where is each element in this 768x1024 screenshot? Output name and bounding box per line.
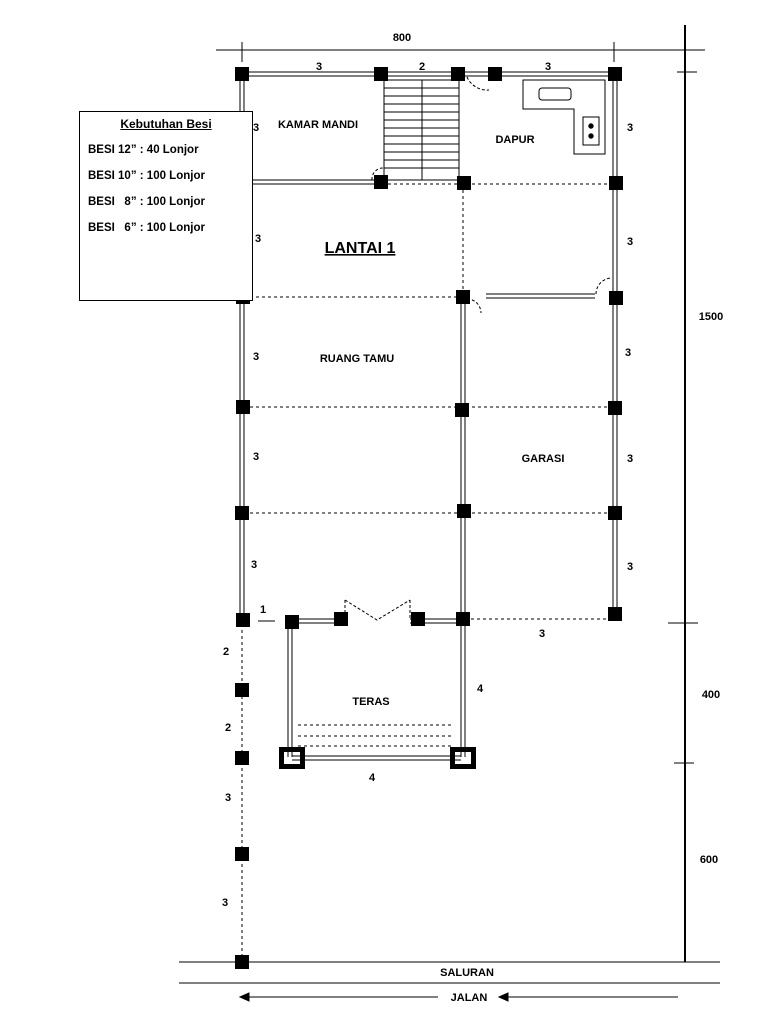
dim-right-span: 3 [627,453,633,465]
columns [235,67,623,969]
stairs [383,79,460,181]
room-dapur: DAPUR [495,134,534,146]
dim-teras-side: 4 [477,683,484,695]
dim-right-span: 3 [627,561,633,573]
dim-fence-span: 2 [223,646,229,658]
legend-item: BESI 10” : 100 Lonjor [88,170,205,182]
road-arrows [238,992,678,1002]
dim-right-span: 3 [627,236,633,248]
teras-columns [279,747,476,769]
doors [344,76,613,621]
dim-left-span: 3 [253,351,259,363]
dimension-lines [179,25,720,984]
dim-right-span: 3 [627,122,633,134]
rebar-requirements-legend: Kebutuhan Besi BESI 12” : 40 Lonjor BESI… [79,111,253,301]
legend-item: BESI 8” : 100 Lonjor [88,196,205,208]
dim-depth-main: 1500 [699,311,723,323]
dim-top-mid: 2 [419,61,425,73]
plan-title: LANTAI 1 [325,240,396,257]
walls [239,71,618,761]
dim-depth-front: 600 [700,854,718,866]
dim-left-span: 3 [255,233,261,245]
legend-title: Kebutuhan Besi [120,117,212,131]
beam-lines [241,183,614,962]
legend-item: BESI 6” : 100 Lonjor [88,222,205,234]
dim-left-span: 3 [253,122,259,134]
room-kamar-mandi: KAMAR MANDI [278,119,358,131]
jalan-label: JALAN [451,992,488,1004]
kitchen-counter [522,79,606,155]
dim-total-width: 800 [393,32,411,44]
dim-top-left: 3 [316,61,322,73]
dim-depth-teras: 400 [702,689,720,701]
room-ruang-tamu: RUANG TAMU [320,353,394,365]
dim-fence-span: 2 [225,722,231,734]
dim-garasi-bottom: 3 [539,628,545,640]
room-garasi: GARASI [522,453,565,465]
dim-left-span: 3 [251,559,257,571]
dim-left-span: 3 [253,451,259,463]
room-teras: TERAS [352,696,389,708]
legend-item: BESI 12” : 40 Lonjor [88,144,199,156]
dim-fence-span: 3 [222,897,228,909]
saluran-label: SALURAN [440,967,494,979]
dim-gap: 1 [260,604,266,616]
dim-right-span: 3 [625,347,631,359]
dim-teras-bottom: 4 [369,772,376,784]
dim-fence-span: 3 [225,792,231,804]
dim-top-right: 3 [545,61,551,73]
